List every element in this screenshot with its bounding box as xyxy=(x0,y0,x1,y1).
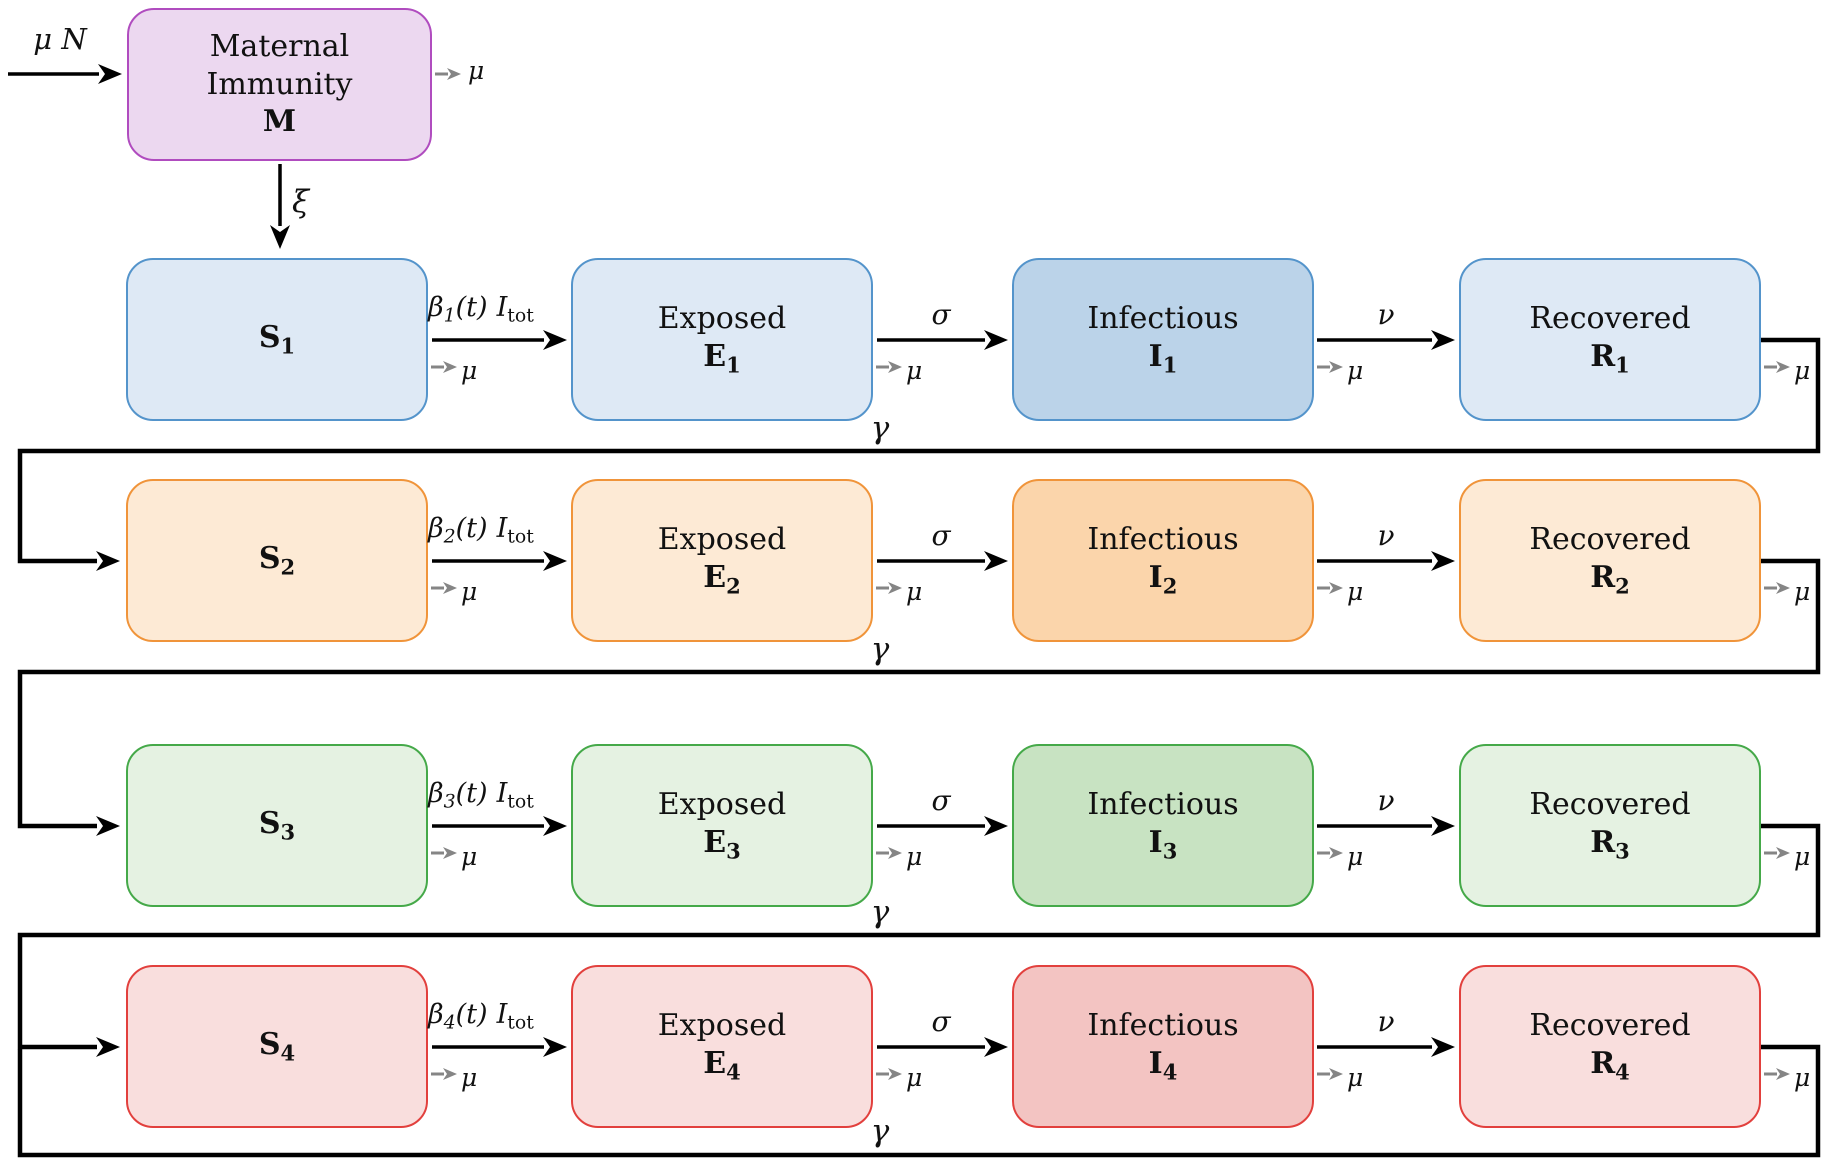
gamma-label-row2: γ xyxy=(870,631,890,667)
compartment-s3: S3 xyxy=(126,744,428,907)
death-rate-label-i4: μ xyxy=(1347,1063,1364,1092)
compartment-r4-title: Recovered xyxy=(1529,1008,1691,1044)
compartment-r2-symbol: R2 xyxy=(1590,559,1630,599)
compartment-r4-symbol: R4 xyxy=(1590,1045,1630,1085)
compartment-e2: Exposed E2 xyxy=(571,479,873,642)
beta-label-row2: β2(t)Itot xyxy=(428,513,534,548)
gamma-label-row3: γ xyxy=(870,894,890,930)
compartment-s4-symbol: S4 xyxy=(258,1027,296,1066)
compartment-i4: Infectious I4 xyxy=(1012,965,1314,1128)
compartment-s3-symbol: S3 xyxy=(258,806,296,845)
death-rate-label-r3: μ xyxy=(1794,842,1811,871)
compartment-r1: Recovered R1 xyxy=(1459,258,1761,421)
sigma-label-row2: σ xyxy=(931,519,951,552)
death-rate-label-e3: μ xyxy=(906,842,923,871)
beta-label-row1: β1(t)Itot xyxy=(428,292,534,327)
feedback-arrow-row3-row4 xyxy=(17,823,1821,1057)
compartment-i4-title: Infectious xyxy=(1087,1008,1239,1044)
feedback-arrow-row2-row3 xyxy=(17,558,1821,836)
compartment-e1: Exposed E1 xyxy=(571,258,873,421)
sigma-label-row1: σ xyxy=(931,298,951,331)
nu-label-row1: ν xyxy=(1377,298,1395,331)
compartment-e2-symbol: E2 xyxy=(703,559,741,599)
nu-label-row2: ν xyxy=(1377,519,1395,552)
compartment-i4-symbol: I4 xyxy=(1148,1045,1178,1085)
compartment-s2-symbol: S2 xyxy=(258,541,296,580)
nu-label-row4: ν xyxy=(1377,1005,1395,1038)
compartment-e4-title: Exposed xyxy=(657,1008,787,1044)
compartment-i2-title: Infectious xyxy=(1087,522,1239,558)
compartment-r1-symbol: R1 xyxy=(1590,338,1630,378)
compartment-e3: Exposed E3 xyxy=(571,744,873,907)
compartment-i3: Infectious I3 xyxy=(1012,744,1314,907)
compartment-r3-symbol: R3 xyxy=(1590,824,1630,864)
death-rate-label-s3: μ xyxy=(461,842,478,871)
compartment-i3-symbol: I3 xyxy=(1148,824,1178,864)
feedback-arrow-row1-row2 xyxy=(17,337,1821,571)
compartment-i1: Infectious I1 xyxy=(1012,258,1314,421)
beta-label-row3: β3(t)Itot xyxy=(428,778,534,813)
death-rate-label-i2: μ xyxy=(1347,577,1364,606)
compartment-r3-title: Recovered xyxy=(1529,787,1691,823)
gamma-label-row4: γ xyxy=(870,1113,890,1149)
death-rate-label-e1: μ xyxy=(906,356,923,385)
waning-rate-label: ξ xyxy=(292,184,310,220)
compartment-e3-title: Exposed xyxy=(657,787,787,823)
sigma-label-row4: σ xyxy=(931,1005,951,1038)
death-rate-label-e2: μ xyxy=(906,577,923,606)
birth-rate-label: μ N xyxy=(33,22,87,56)
death-rate-label-i1: μ xyxy=(1347,356,1364,385)
compartment-m: Maternal Immunity M xyxy=(127,8,432,161)
compartment-r1-title: Recovered xyxy=(1529,301,1691,337)
compartment-s2: S2 xyxy=(126,479,428,642)
death-rate-label-r1: μ xyxy=(1794,356,1811,385)
compartment-i3-title: Infectious xyxy=(1087,787,1239,823)
death-rate-label-i3: μ xyxy=(1347,842,1364,871)
gamma-label-row1: γ xyxy=(870,410,890,446)
compartment-s1: S1 xyxy=(126,258,428,421)
nu-label-row3: ν xyxy=(1377,784,1395,817)
compartment-e1-title: Exposed xyxy=(657,301,787,337)
feedback-loop-row4 xyxy=(17,1044,1821,1158)
compartment-r2: Recovered R2 xyxy=(1459,479,1761,642)
compartment-i1-title: Infectious xyxy=(1087,301,1239,337)
compartment-i1-symbol: I1 xyxy=(1148,338,1178,378)
compartment-m-title-line2: Immunity xyxy=(206,66,353,102)
death-rate-label-r4: μ xyxy=(1794,1063,1811,1092)
death-rate-label-s2: μ xyxy=(461,577,478,606)
death-rate-label-s4: μ xyxy=(461,1063,478,1092)
compartment-e3-symbol: E3 xyxy=(703,824,741,864)
compartment-i2: Infectious I2 xyxy=(1012,479,1314,642)
compartment-e1-symbol: E1 xyxy=(703,338,741,378)
sigma-label-row3: σ xyxy=(931,784,951,817)
compartment-r3: Recovered R3 xyxy=(1459,744,1761,907)
compartment-i2-symbol: I2 xyxy=(1148,559,1178,599)
death-rate-label-s1: μ xyxy=(461,356,478,385)
death-rate-label-r2: μ xyxy=(1794,577,1811,606)
compartment-e4-symbol: E4 xyxy=(703,1045,741,1085)
compartment-m-symbol: M xyxy=(262,104,297,140)
death-rate-label-e4: μ xyxy=(906,1063,923,1092)
compartment-e4: Exposed E4 xyxy=(571,965,873,1128)
death-rate-label-m: μ xyxy=(468,56,485,85)
compartment-s1-symbol: S1 xyxy=(258,320,296,359)
compartment-s4: S4 xyxy=(126,965,428,1128)
beta-label-row4: β4(t)Itot xyxy=(428,999,534,1034)
compartment-e2-title: Exposed xyxy=(657,522,787,558)
compartment-m-title-line1: Maternal xyxy=(209,29,350,65)
compartment-r4: Recovered R4 xyxy=(1459,965,1761,1128)
compartment-r2-title: Recovered xyxy=(1529,522,1691,558)
